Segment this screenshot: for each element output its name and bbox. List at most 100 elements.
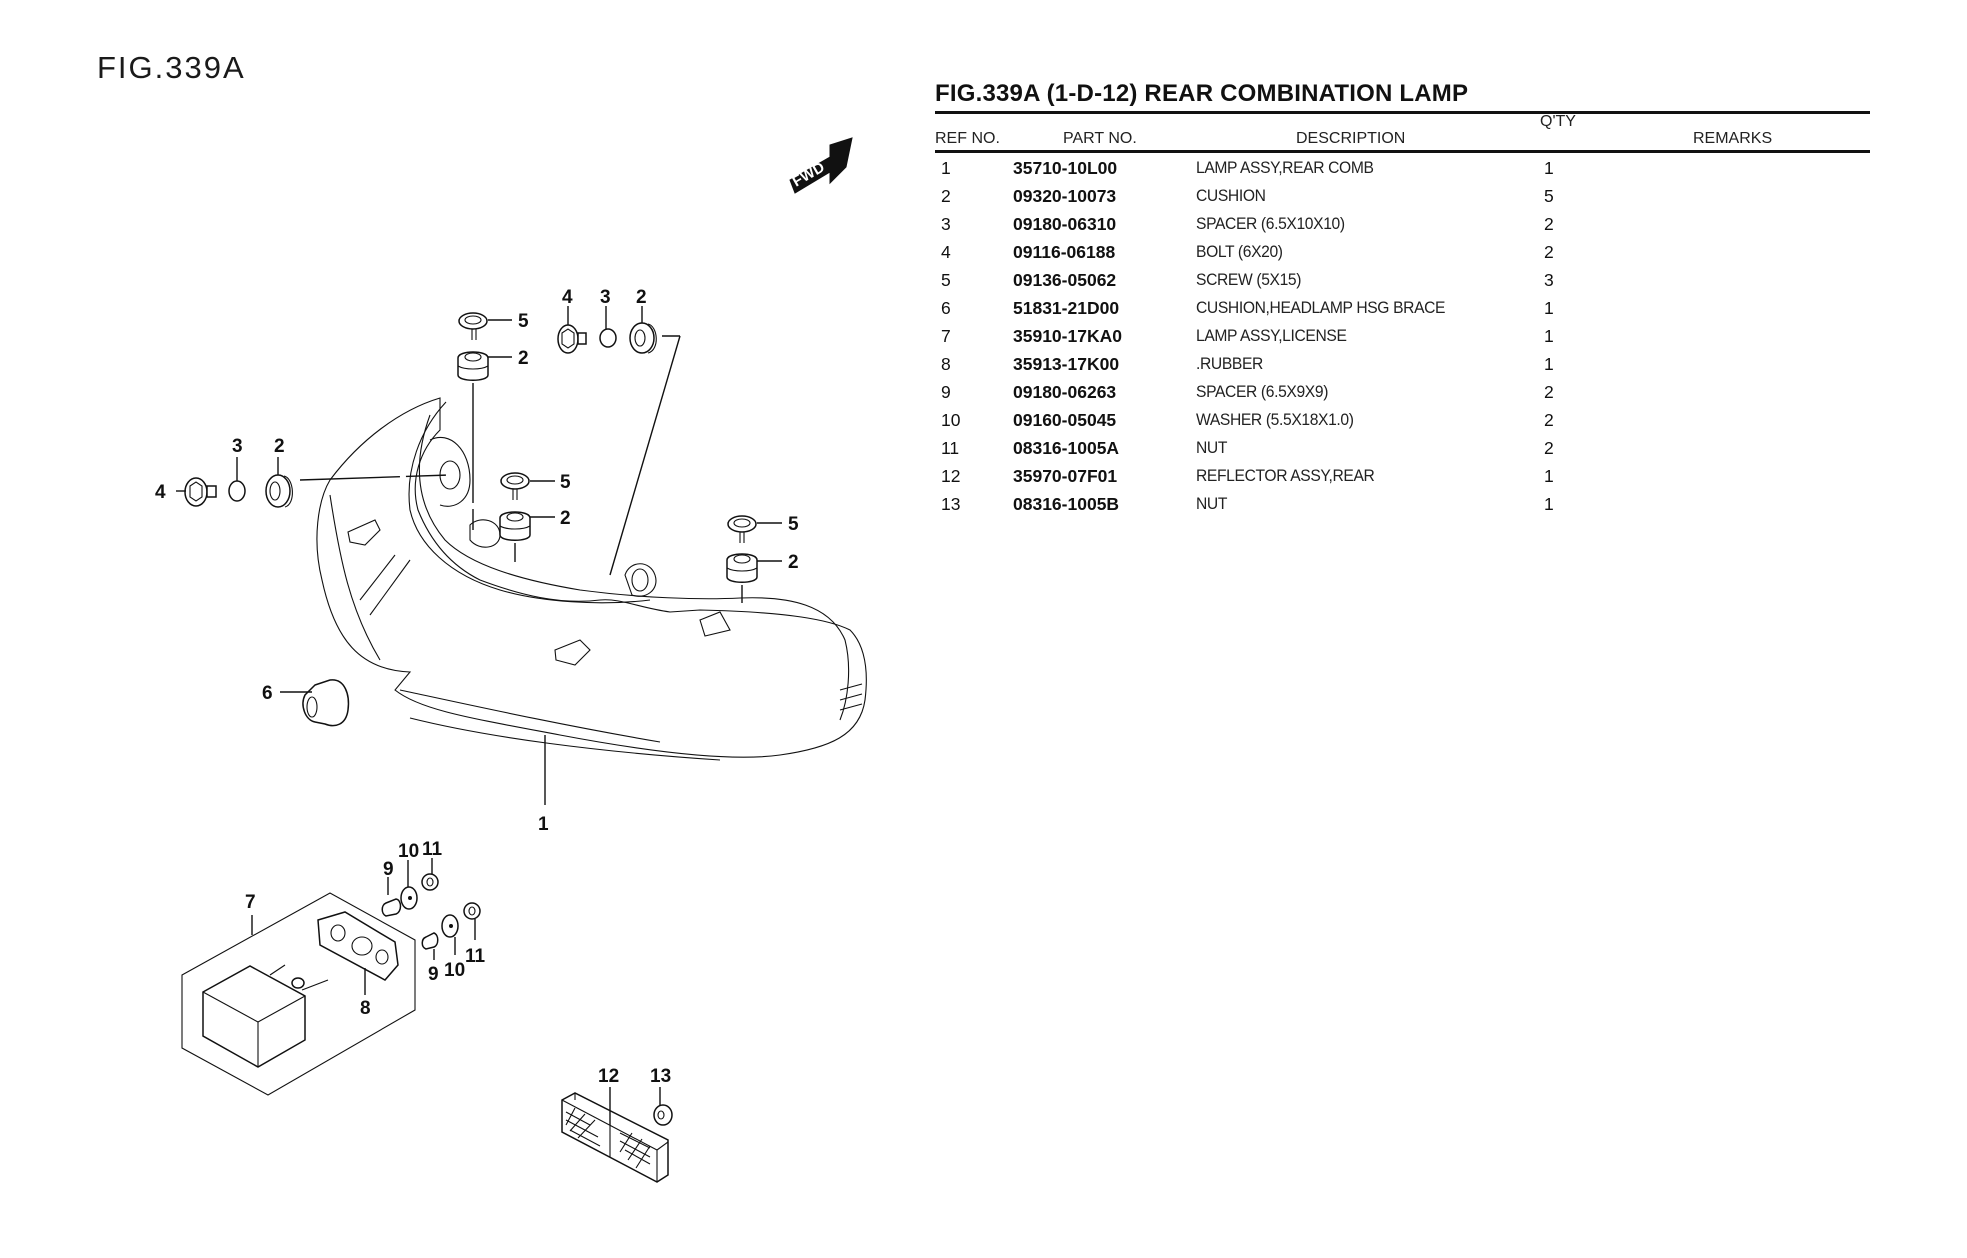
ref-no-cell: 9 — [941, 382, 951, 402]
description-cell: NUT — [1196, 438, 1228, 457]
diagram-drawing: FWD 1 6 4 3 — [155, 137, 867, 1183]
table-row: 6 51831-21D00 CUSHION,HEADLAMP HSG BRACE 1 — [935, 296, 1870, 324]
description-cell: SPACER (6.5X10X10) — [1196, 214, 1345, 233]
callout-10: 10 — [444, 960, 465, 981]
description-cell: WASHER (5.5X18X1.0) — [1196, 410, 1354, 429]
part-no-cell: 35913-17K00 — [1013, 354, 1120, 374]
qty-cell: 1 — [1544, 354, 1554, 374]
qty-cell: 2 — [1544, 242, 1554, 262]
callout-2: 2 — [636, 287, 647, 308]
table-row: 12 35970-07F01 REFLECTOR ASSY,REAR 1 — [935, 464, 1870, 492]
table-row: 4 09116-06188 BOLT (6X20) 2 — [935, 240, 1870, 268]
callout-9: 9 — [428, 964, 439, 985]
table-row: 8 35913-17K00 .RUBBER 1 — [935, 352, 1870, 380]
ref-no-cell: 2 — [941, 186, 951, 206]
description-cell: BOLT (6X20) — [1196, 242, 1283, 261]
callout-2: 2 — [274, 436, 285, 457]
part-no-cell: 09320-10073 — [1013, 186, 1117, 206]
license-lamp-fasteners-upper — [381, 873, 439, 917]
exploded-parts-diagram: FWD 1 6 4 3 — [0, 0, 900, 1258]
part-no-cell: 08316-1005B — [1013, 494, 1120, 514]
part-no-cell: 09180-06263 — [1013, 382, 1117, 402]
description-cell: CUSHION,HEADLAMP HSG BRACE — [1196, 298, 1446, 317]
qty-cell: 1 — [1544, 494, 1554, 514]
callout-7: 7 — [245, 892, 256, 913]
license-lamp-assembly — [181, 892, 416, 1096]
description-cell: LAMP ASSY,LICENSE — [1196, 326, 1347, 345]
callout-3: 3 — [232, 436, 243, 457]
table-row: 9 09180-06263 SPACER (6.5X9X9) 2 — [935, 380, 1870, 408]
callout-1: 1 — [538, 814, 549, 835]
description-cell: REFLECTOR ASSY,REAR — [1196, 466, 1375, 485]
table-row: 13 08316-1005B NUT 1 — [935, 492, 1870, 520]
description-cell: SPACER (6.5X9X9) — [1196, 382, 1329, 401]
ref-no-cell: 11 — [941, 438, 960, 458]
figure-label: FIG.339A — [97, 50, 246, 85]
part-no-cell: 08316-1005A — [1013, 438, 1120, 458]
callout-4: 4 — [562, 287, 573, 308]
table-row: 7 35910-17KA0 LAMP ASSY,LICENSE 1 — [935, 324, 1870, 352]
ref-no-cell: 12 — [941, 466, 961, 486]
qty-cell: 2 — [1544, 214, 1554, 234]
ref-no-cell: 7 — [941, 326, 951, 346]
callout-2: 2 — [788, 552, 799, 573]
callout-11: 11 — [422, 839, 443, 860]
part-no-cell: 09136-05062 — [1013, 270, 1117, 290]
cushion-headlamp-brace-part — [302, 679, 350, 727]
ref-no-cell: 13 — [941, 494, 961, 514]
part-no-cell: 51831-21D00 — [1013, 298, 1120, 318]
header-ref-no: REF NO. — [935, 130, 1000, 147]
forward-direction-icon: FWD — [789, 137, 853, 194]
middle-screw-cushion-set — [499, 472, 531, 541]
license-lamp-fasteners-lower — [421, 902, 481, 950]
callout-2: 2 — [518, 348, 529, 369]
ref-no-cell: 4 — [941, 242, 951, 262]
qty-cell: 1 — [1544, 326, 1554, 346]
ref-no-cell: 3 — [941, 214, 951, 234]
ref-no-cell: 8 — [941, 354, 951, 374]
qty-cell: 2 — [1544, 438, 1554, 458]
qty-cell: 2 — [1544, 382, 1554, 402]
callout-11: 11 — [465, 946, 486, 967]
header-part-no: PART NO. — [1063, 130, 1137, 147]
callout-4: 4 — [155, 482, 166, 503]
ref-no-cell: 5 — [941, 270, 951, 290]
callout-5: 5 — [560, 472, 571, 493]
table-title: FIG.339A (1-D-12) REAR COMBINATION LAMP — [935, 80, 1469, 107]
callout-8: 8 — [360, 998, 371, 1019]
callout-9: 9 — [383, 859, 394, 880]
part-no-cell: 35970-07F01 — [1013, 466, 1118, 486]
qty-cell: 1 — [1544, 158, 1554, 178]
header-bottom-rule — [935, 150, 1870, 153]
description-cell: NUT — [1196, 494, 1228, 513]
callout-5: 5 — [518, 311, 529, 332]
rear-reflector-assembly — [561, 1092, 673, 1183]
callout-5: 5 — [788, 514, 799, 535]
rear-combination-lamp-housing — [316, 397, 867, 761]
part-no-cell: 09116-06188 — [1013, 242, 1116, 262]
qty-cell: 1 — [1544, 466, 1554, 486]
description-cell: LAMP ASSY,REAR COMB — [1196, 158, 1374, 177]
part-no-cell: 35910-17KA0 — [1013, 326, 1122, 346]
ref-no-cell: 10 — [941, 410, 961, 430]
table-row: 11 08316-1005A NUT 2 — [935, 436, 1870, 464]
qty-cell: 1 — [1544, 298, 1554, 318]
upper-screw-cushion-set — [457, 312, 489, 381]
callout-2: 2 — [560, 508, 571, 529]
ref-no-cell: 1 — [941, 158, 951, 178]
callout-13: 13 — [650, 1066, 671, 1087]
parts-list-table: FIG.339A (1-D-12) REAR COMBINATION LAMP … — [935, 78, 1870, 514]
ref-no-cell: 6 — [941, 298, 951, 318]
header-qty: Q'TY — [1540, 113, 1576, 130]
callout-10: 10 — [398, 841, 419, 862]
qty-cell: 3 — [1544, 270, 1554, 290]
qty-cell: 2 — [1544, 410, 1554, 430]
description-cell: CUSHION — [1196, 186, 1266, 205]
callout-6: 6 — [262, 683, 273, 704]
description-cell: .RUBBER — [1196, 354, 1263, 373]
